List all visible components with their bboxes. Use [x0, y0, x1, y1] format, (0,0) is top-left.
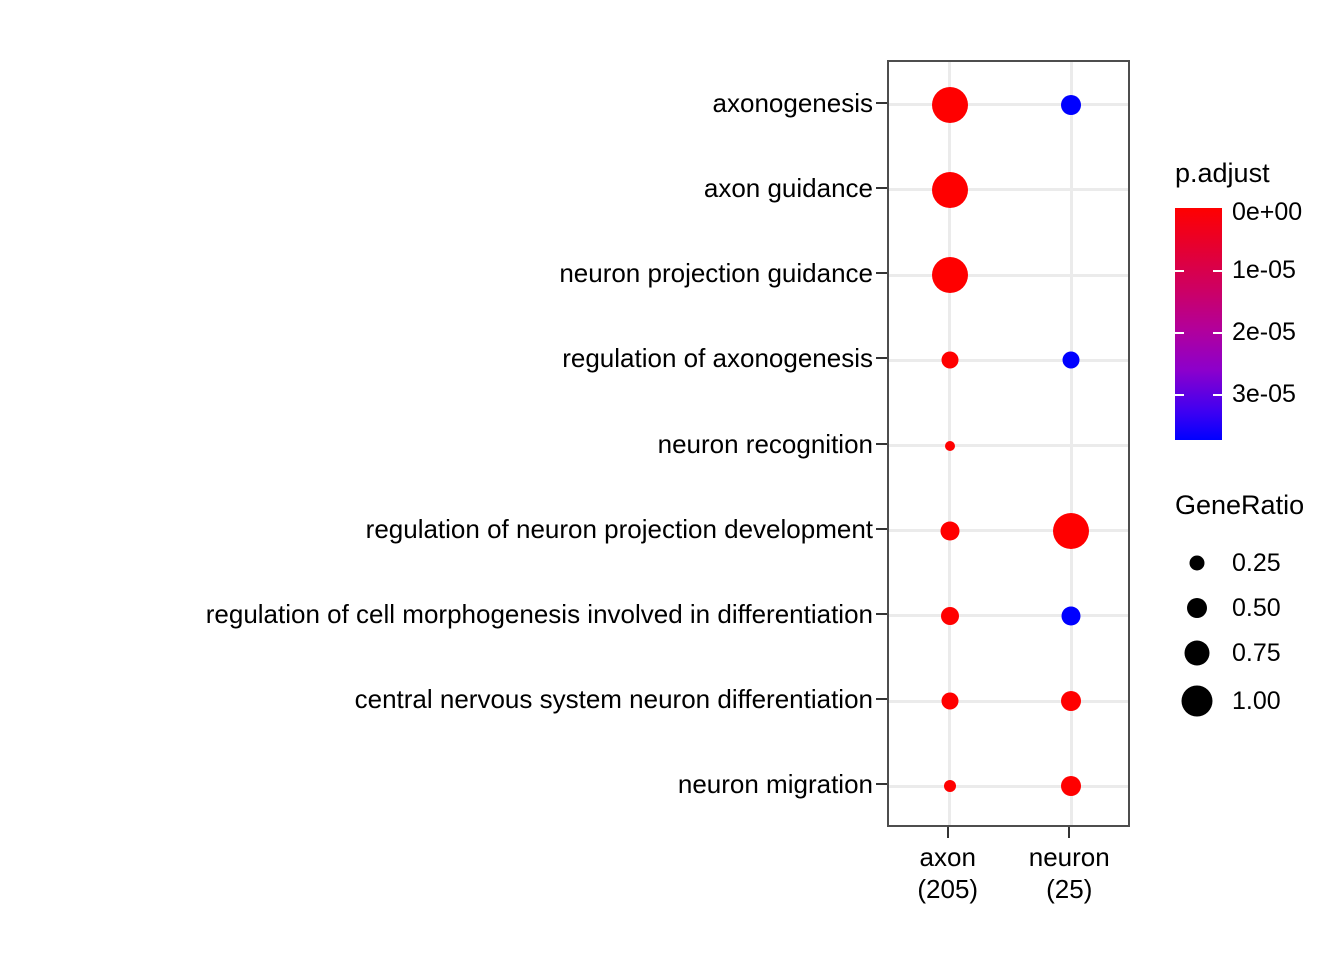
generatio-legend-dot [1189, 555, 1205, 571]
y-axis-label: neuron migration [677, 769, 873, 800]
y-axis-tick [876, 698, 887, 701]
p-adjust-legend-title: p.adjust [1175, 158, 1270, 188]
x-axis-label-name: axon [919, 842, 976, 872]
data-point-dot [943, 780, 956, 793]
y-axis-label: regulation of neuron projection developm… [365, 513, 873, 544]
generatio-legend-label: 0.25 [1232, 549, 1281, 577]
x-axis-label-name: neuron [1028, 842, 1110, 872]
y-axis-label: regulation of axonogenesis [562, 343, 873, 374]
generatio-legend-label: 1.00 [1232, 687, 1281, 715]
x-axis-label: axon(205) [917, 841, 978, 905]
data-point-dot [940, 521, 960, 541]
y-axis-label: axon guidance [703, 172, 873, 203]
colorbar-tick [1175, 332, 1184, 334]
y-axis-label: regulation of cell morphogenesis involve… [205, 598, 873, 629]
colorbar-tick-label: 2e-05 [1232, 318, 1296, 346]
x-axis-tick [1068, 827, 1071, 838]
x-axis: axon(205) neuron(25) [887, 827, 1130, 947]
colorbar-tick [1175, 270, 1184, 272]
gridline-vertical [1069, 62, 1073, 825]
gridline-horizontal [889, 784, 1128, 788]
data-point-dot [931, 257, 968, 294]
y-axis-tick [876, 357, 887, 360]
generatio-legend-label: 0.50 [1232, 594, 1281, 622]
generatio-legend-dot [1181, 685, 1213, 717]
gridline-horizontal [889, 614, 1128, 618]
y-axis-tick [876, 272, 887, 275]
y-axis: axonogenesis axon guidance neuron projecti… [0, 60, 887, 827]
x-axis-label-count: (205) [917, 874, 979, 904]
data-point-dot [944, 440, 955, 451]
x-axis-label: neuron(25) [1029, 841, 1110, 905]
data-point-dot [931, 171, 968, 208]
colorbar-tick [1175, 394, 1184, 396]
data-point-dot [1061, 776, 1082, 797]
gridline-horizontal [889, 358, 1128, 362]
generatio-legend-dot [1184, 640, 1210, 666]
y-axis-tick [876, 783, 887, 786]
generatio-legend-title: GeneRatio [1175, 490, 1305, 520]
data-point-dot [940, 606, 959, 625]
gridline-horizontal [889, 529, 1128, 533]
colorbar-tick [1213, 394, 1222, 396]
gridline-horizontal [889, 273, 1128, 277]
y-axis-tick [876, 186, 887, 189]
plot-panel [887, 60, 1130, 827]
data-point-dot [941, 351, 959, 369]
y-axis-label: neuron projection guidance [559, 258, 873, 289]
colorbar-tick [1213, 270, 1222, 272]
x-axis-label-count: (25) [1046, 874, 1093, 904]
x-axis-tick [946, 827, 949, 838]
colorbar-tick-label: 1e-05 [1232, 256, 1296, 284]
generatio-legend-label: 0.75 [1232, 639, 1281, 667]
data-point-dot [1061, 94, 1082, 115]
colorbar-tick-label: 0e+00 [1232, 198, 1303, 226]
y-axis-label: central nervous system neuron differenti… [354, 684, 873, 715]
p-adjust-colorbar [1175, 208, 1222, 440]
y-axis-tick [876, 612, 887, 615]
y-axis-tick [876, 527, 887, 530]
y-axis-label: neuron recognition [657, 428, 873, 459]
colorbar-tick-label: 3e-05 [1232, 380, 1296, 408]
legend-area: p.adjust GeneRatio 0e+00 1e-05 2e-05 3e-05 0… [1160, 60, 1344, 840]
gridline-horizontal [889, 699, 1128, 703]
data-point-dot [1053, 512, 1090, 549]
data-point-dot [1061, 606, 1081, 626]
data-point-dot [1062, 351, 1080, 369]
y-axis-tick [876, 101, 887, 104]
data-point-dot [1061, 691, 1082, 712]
y-axis-label: axonogenesis [712, 87, 873, 118]
gridline-horizontal [889, 103, 1128, 107]
y-axis-tick [876, 442, 887, 445]
generatio-legend-dot [1187, 598, 1207, 618]
colorbar-tick [1213, 332, 1222, 334]
gridline-horizontal [889, 188, 1128, 192]
gridline-horizontal [889, 444, 1128, 447]
data-point-dot [931, 86, 968, 123]
data-point-dot [941, 692, 959, 710]
